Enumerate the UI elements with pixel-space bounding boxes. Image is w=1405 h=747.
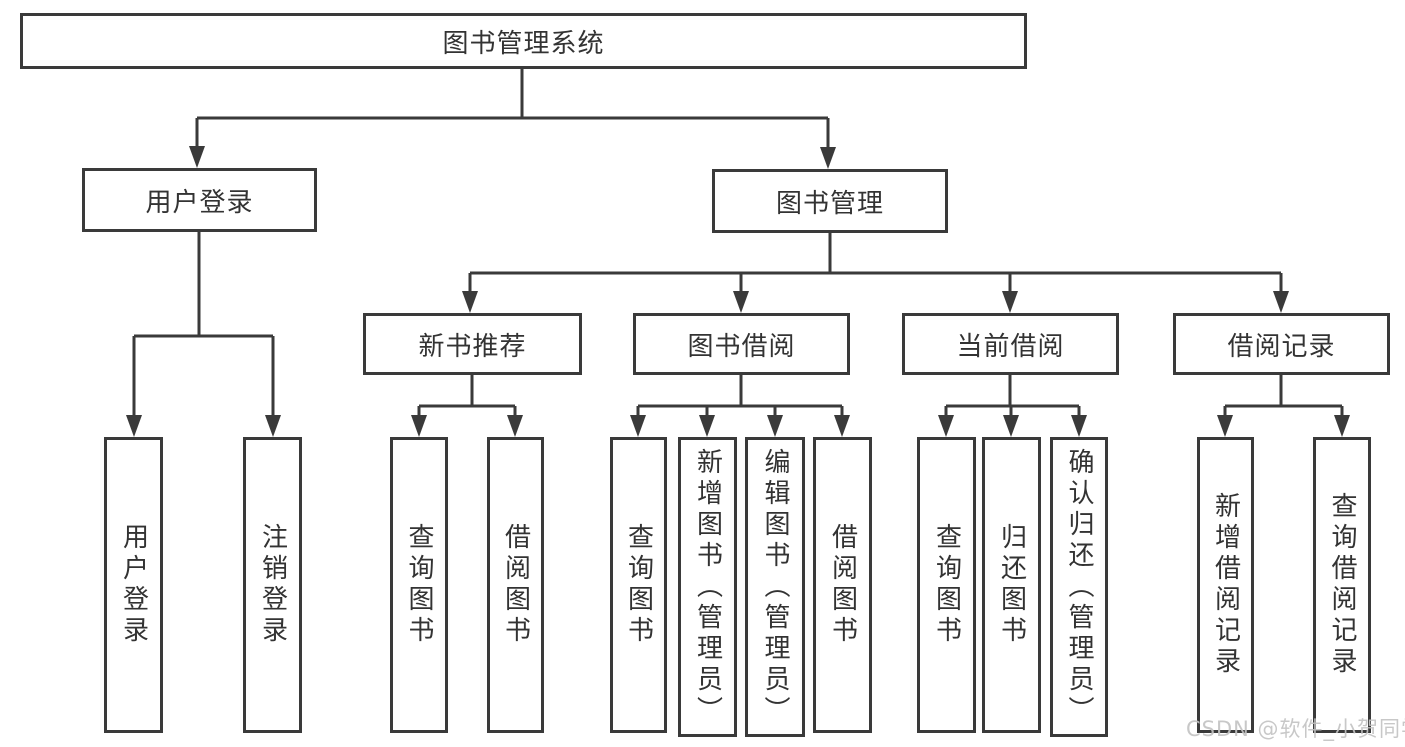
arrowhead-icon: [507, 415, 523, 437]
node-label: 确认归还（管理员）: [1064, 447, 1094, 727]
arrowhead-icon: [767, 415, 783, 437]
node-label: 编辑图书（管理员）: [760, 447, 790, 727]
node-label: 新增图书（管理员）: [692, 447, 723, 727]
leaf-bb-query-books: 查询图书: [610, 437, 667, 733]
arrowhead-icon: [126, 415, 142, 437]
arrowhead-icon: [462, 291, 478, 313]
arrowhead-icon: [733, 291, 749, 313]
tree-edges: [132, 67, 1344, 419]
node-label: 借阅记录: [1227, 331, 1336, 362]
arrowhead-icon: [1273, 291, 1289, 313]
arrowhead-icon: [834, 415, 850, 437]
node-label: 借阅图书: [500, 523, 531, 647]
node-label: 图书管理: [775, 188, 884, 219]
node-book-borrowing: 图书借阅: [633, 313, 850, 375]
arrowhead-icon: [1071, 415, 1087, 437]
arrowhead-icon: [820, 147, 836, 169]
node-library-management-system: 图书管理系统: [20, 13, 1027, 69]
node-book-management: 图书管理: [712, 169, 948, 233]
leaf-br-add-borrow-record: 新增借阅记录: [1197, 437, 1254, 733]
node-label: 查询借阅记录: [1327, 492, 1357, 678]
arrowhead-icon: [265, 415, 281, 437]
arrowheads: [126, 146, 1350, 437]
node-current-borrowing: 当前借阅: [902, 313, 1119, 375]
leaf-cb-return-books: 归还图书: [982, 437, 1041, 733]
node-label: 当前借阅: [956, 331, 1065, 362]
node-label: 借阅图书: [827, 523, 858, 647]
arrowhead-icon: [1334, 415, 1350, 437]
node-label: 查询图书: [931, 523, 962, 647]
arrowhead-icon: [189, 146, 205, 168]
node-label: 查询图书: [623, 523, 654, 647]
leaf-bb-borrow-books: 借阅图书: [813, 437, 872, 733]
node-user-login: 用户登录: [82, 168, 317, 232]
leaf-cb-query-books: 查询图书: [917, 437, 976, 733]
node-label: 注销登录: [257, 523, 288, 647]
leaf-user-login: 用户登录: [104, 437, 163, 733]
node-label: 新增借阅记录: [1210, 492, 1241, 678]
leaf-logout-login: 注销登录: [243, 437, 302, 733]
arrowhead-icon: [630, 415, 646, 437]
arrowhead-icon: [1003, 415, 1019, 437]
leaf-cb-confirm-return-admin: 确认归还（管理员）: [1050, 437, 1108, 737]
node-label: 图书管理系统: [442, 28, 605, 59]
leaf-bb-add-books-admin: 新增图书（管理员）: [678, 437, 737, 737]
node-borrow-records: 借阅记录: [1173, 313, 1390, 375]
arrowhead-icon: [1002, 291, 1018, 313]
arrowhead-icon: [1217, 415, 1233, 437]
node-label: 新书推荐: [418, 331, 527, 362]
node-label: 用户登录: [118, 523, 149, 647]
node-new-book-recommend: 新书推荐: [363, 313, 582, 375]
leaf-nbr-query-books: 查询图书: [390, 437, 448, 733]
arrowhead-icon: [699, 415, 715, 437]
node-label: 查询图书: [404, 523, 434, 647]
arrowhead-icon: [411, 415, 427, 437]
csdn-watermark: CSDN @软件_小贺同学: [1186, 717, 1405, 741]
node-label: 用户登录: [145, 187, 254, 218]
leaf-nbr-borrow-books: 借阅图书: [487, 437, 544, 733]
arrowhead-icon: [938, 415, 954, 437]
leaf-bb-edit-books-admin: 编辑图书（管理员）: [745, 437, 805, 737]
node-label: 归还图书: [996, 523, 1027, 647]
leaf-br-query-borrow-record: 查询借阅记录: [1313, 437, 1371, 733]
node-label: 图书借阅: [687, 331, 796, 362]
